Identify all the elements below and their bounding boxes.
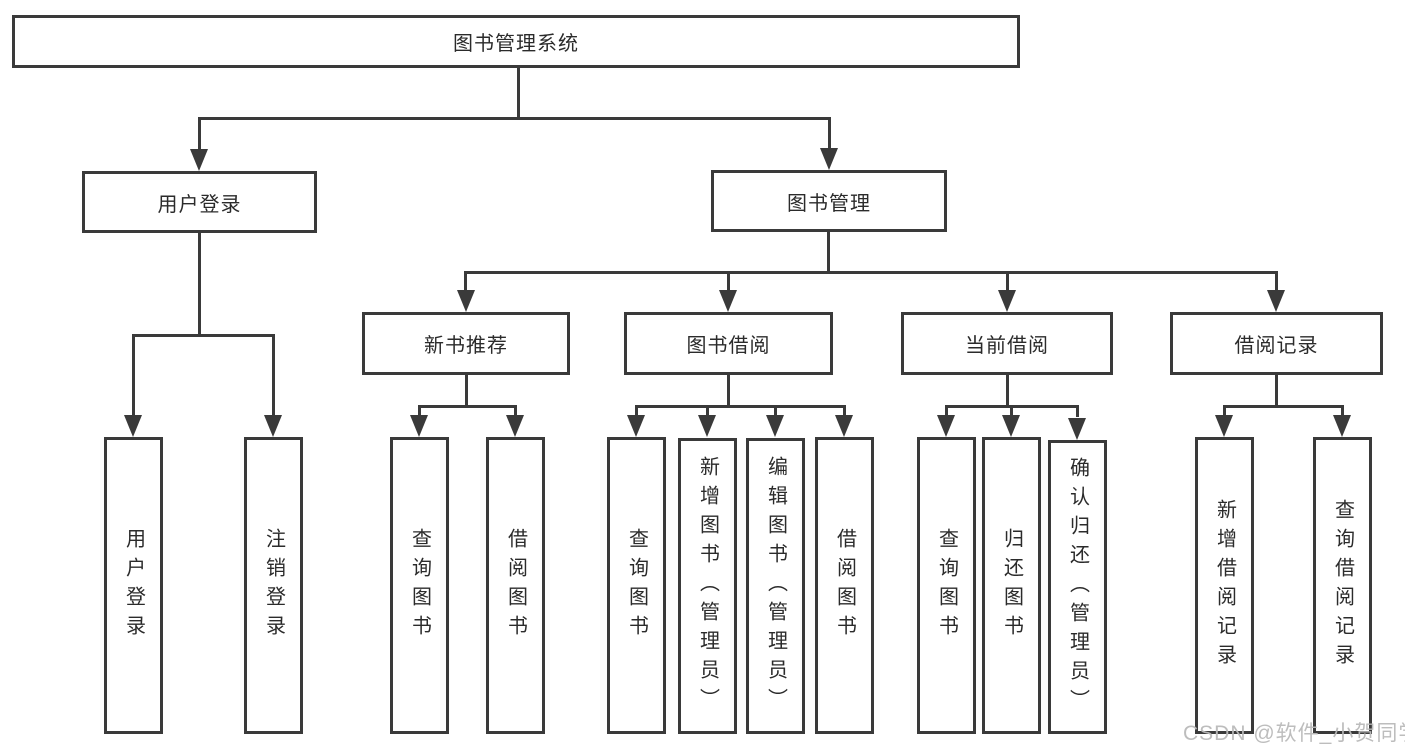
leaf-confirm-return-admin: 确认归还（管理员） — [1048, 440, 1107, 734]
leaf-add-book-admin: 新增图书（管理员） — [678, 438, 737, 734]
node-label: 当前借阅 — [965, 335, 1049, 357]
node-label: 新书推荐 — [424, 335, 508, 357]
connector-line — [727, 375, 730, 408]
connector-line — [1341, 405, 1344, 417]
connector-line — [517, 68, 520, 119]
connector-line — [1010, 405, 1013, 417]
node-label: 用户登录 — [157, 193, 242, 216]
arrowhead-down-icon — [1002, 415, 1020, 437]
arrowhead-down-icon — [1333, 415, 1351, 437]
connector-line — [843, 405, 846, 417]
leaf-label: 注销登录 — [262, 527, 285, 644]
leaf-label: 新增图书（管理员） — [696, 455, 719, 717]
leaf-edit-book-admin: 编辑图书（管理员） — [746, 438, 805, 734]
connector-line — [727, 271, 730, 291]
connector-line — [132, 334, 135, 416]
connector-line — [1223, 405, 1226, 417]
leaf-borrow-book: 借阅图书 — [815, 437, 874, 734]
connector-line — [272, 334, 275, 416]
leaf-label: 查询图书 — [408, 527, 431, 644]
connector-line — [706, 405, 709, 417]
arrowhead-down-icon — [1068, 418, 1086, 440]
leaf-user-login: 用户登录 — [104, 437, 163, 734]
connector-line — [418, 405, 421, 417]
leaf-query-book-borrow: 查询图书 — [607, 437, 666, 734]
arrowhead-down-icon — [1215, 415, 1233, 437]
connector-line — [635, 405, 638, 417]
node-library-management-system: 图书管理系统 — [12, 15, 1020, 68]
leaf-query-book-recommend: 查询图书 — [390, 437, 449, 734]
node-current-borrow: 当前借阅 — [901, 312, 1113, 375]
leaf-label: 确认归还（管理员） — [1066, 456, 1089, 718]
connector-line — [1006, 271, 1009, 291]
leaf-query-borrow-record: 查询借阅记录 — [1313, 437, 1372, 734]
connector-line — [1275, 271, 1278, 291]
arrowhead-down-icon — [410, 415, 428, 437]
arrowhead-down-icon — [627, 415, 645, 437]
leaf-label: 查询图书 — [625, 527, 648, 644]
connector-line — [945, 405, 948, 417]
connector-line — [418, 405, 517, 408]
connector-line — [828, 117, 831, 149]
leaf-borrow-book-recommend: 借阅图书 — [486, 437, 545, 734]
leaf-label: 编辑图书（管理员） — [764, 455, 787, 717]
node-user-login: 用户登录 — [82, 171, 317, 233]
leaf-query-book-current: 查询图书 — [917, 437, 976, 734]
connector-line — [464, 271, 467, 291]
leaf-add-borrow-record: 新增借阅记录 — [1195, 437, 1254, 734]
arrowhead-down-icon — [719, 290, 737, 312]
node-book-management: 图书管理 — [711, 170, 947, 232]
leaf-label: 查询图书 — [935, 527, 958, 644]
arrowhead-down-icon — [998, 290, 1016, 312]
leaf-label: 借阅图书 — [504, 527, 527, 644]
leaf-label: 借阅图书 — [833, 527, 856, 644]
connector-line — [1223, 405, 1344, 408]
connector-line — [465, 375, 468, 408]
node-new-book-recommend: 新书推荐 — [362, 312, 570, 375]
connector-line — [514, 405, 517, 417]
connector-line — [1076, 405, 1079, 417]
leaf-label: 归还图书 — [1000, 527, 1023, 644]
node-label: 图书管理 — [787, 192, 871, 215]
arrowhead-down-icon — [124, 415, 142, 437]
arrowhead-down-icon — [698, 415, 716, 437]
arrowhead-down-icon — [820, 148, 838, 170]
leaf-label: 新增借阅记录 — [1213, 498, 1236, 673]
node-borrow-records: 借阅记录 — [1170, 312, 1383, 375]
arrowhead-down-icon — [264, 415, 282, 437]
arrowhead-down-icon — [766, 415, 784, 437]
connector-line — [198, 233, 201, 337]
node-label: 借阅记录 — [1234, 335, 1319, 357]
leaf-label: 用户登录 — [122, 527, 145, 644]
arrowhead-down-icon — [835, 415, 853, 437]
node-label: 图书借阅 — [686, 335, 771, 357]
connector-line — [635, 405, 846, 408]
csdn-watermark: CSDN @软件_小贺同学 — [1183, 722, 1405, 745]
connector-line — [1275, 375, 1278, 408]
leaf-label: 查询借阅记录 — [1331, 498, 1354, 673]
node-label: 图书管理系统 — [453, 33, 579, 55]
connector-line — [198, 117, 831, 120]
connector-line — [132, 334, 275, 337]
connector-line — [827, 232, 830, 273]
leaf-logout: 注销登录 — [244, 437, 303, 734]
arrowhead-down-icon — [457, 290, 475, 312]
node-book-borrow: 图书借阅 — [624, 312, 833, 375]
arrowhead-down-icon — [937, 415, 955, 437]
connector-line — [198, 117, 201, 150]
connector-line — [1006, 375, 1009, 408]
connector-line — [464, 271, 1278, 274]
leaf-return-book: 归还图书 — [982, 437, 1041, 734]
connector-line — [774, 405, 777, 417]
arrowhead-down-icon — [190, 149, 208, 171]
arrowhead-down-icon — [506, 415, 524, 437]
arrowhead-down-icon — [1267, 290, 1285, 312]
